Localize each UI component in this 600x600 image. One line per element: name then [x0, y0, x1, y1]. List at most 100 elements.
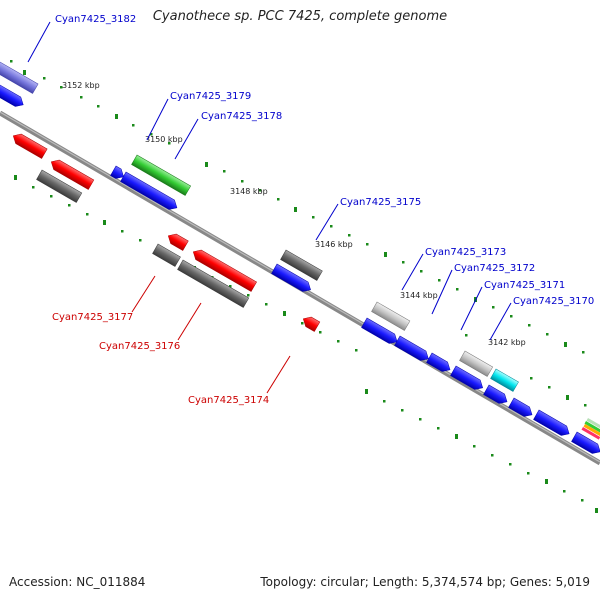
gene-label[interactable]: Cyan7425_3175 [340, 197, 421, 208]
scale-tick [510, 315, 513, 318]
map-title: Cyanothece sp. PCC 7425, complete genome [152, 9, 448, 24]
gene-cyan7425-3170[interactable] [490, 368, 519, 392]
gene-label[interactable]: Cyan7425_3170 [513, 296, 594, 307]
gene-label[interactable]: Cyan7425_3171 [484, 280, 565, 291]
scale-tick [365, 389, 368, 394]
gene-arrow-reverse[interactable] [11, 131, 48, 159]
scale-tick [402, 261, 405, 264]
scale-tick [265, 303, 268, 306]
scale-tick [366, 243, 369, 246]
scale-tick [319, 331, 322, 334]
label-leaders [27, 21, 512, 394]
scale-tick [546, 333, 549, 336]
scale-tick [437, 427, 440, 430]
scale-label: 3148 kbp [230, 187, 268, 196]
scale-tick [355, 349, 358, 352]
scale-tick [465, 334, 468, 337]
scale-tick [473, 445, 476, 448]
gene-arrow-reverse[interactable] [49, 157, 95, 190]
gene-arrow[interactable] [0, 82, 26, 110]
scale-tick [80, 96, 83, 99]
scale-tick [348, 234, 351, 237]
gene-arrow[interactable] [426, 352, 453, 375]
scale-tick [229, 285, 232, 288]
gene-cyan7425-3176[interactable] [191, 247, 257, 292]
scale-tick [563, 490, 566, 493]
scale-tick [241, 180, 244, 183]
scale-tick [548, 386, 551, 389]
scale-tick [491, 454, 494, 457]
gene-cyan7425-3174[interactable] [301, 314, 321, 332]
scale-tick [139, 239, 142, 242]
scale-tick [115, 114, 118, 119]
scale-tick [60, 86, 63, 89]
scale-tick [564, 342, 567, 347]
gene-label[interactable]: Cyan7425_3174 [188, 395, 269, 406]
gene-arrow[interactable] [450, 365, 486, 393]
gene-arrow[interactable] [508, 397, 535, 420]
gene-cyan7425-3179[interactable] [131, 154, 192, 196]
scale-tick [581, 499, 584, 502]
gene-gray[interactable] [36, 169, 83, 203]
scale-tick [401, 409, 404, 412]
scale-tick [420, 270, 423, 273]
gene-cyan7425-3172[interactable] [361, 317, 400, 347]
gene-gray[interactable] [177, 259, 250, 308]
gene-cyan7425-3177[interactable] [166, 231, 189, 251]
genome-summary-text: Topology: circular; Length: 5,374,574 bp… [260, 575, 590, 589]
scale-tick [584, 404, 587, 407]
scale-tick [32, 186, 35, 189]
scale-label: 3150 kbp [145, 135, 183, 144]
gene-cyan7425-3173[interactable] [371, 301, 411, 331]
scale-tick [86, 213, 89, 216]
gene-cyan7425-3182[interactable] [0, 61, 39, 94]
scale-tick [545, 479, 548, 484]
scale-label: 3144 kbp [400, 291, 438, 300]
scale-tick [277, 198, 280, 201]
scale-tick [168, 142, 171, 145]
gene-arrow[interactable] [110, 165, 127, 182]
scale-tick [509, 463, 512, 466]
outer-scale-ticks [10, 60, 587, 407]
scale-tick [595, 508, 598, 513]
scale-tick [294, 207, 297, 212]
gene-cyan7425-3171[interactable] [394, 335, 432, 364]
gene-label[interactable]: Cyan7425_3173 [425, 247, 506, 258]
gene-arrow[interactable] [533, 409, 572, 439]
gene-arrow[interactable] [271, 263, 314, 295]
scale-tick [582, 351, 585, 354]
scale-tick [455, 434, 458, 439]
gene-arrow[interactable] [483, 384, 510, 407]
gene-gray[interactable] [152, 243, 181, 267]
scale-tick [330, 225, 333, 228]
scale-tick [103, 220, 106, 225]
scale-tick [223, 170, 226, 173]
gene-light-gray[interactable] [459, 350, 494, 377]
gene-label[interactable]: Cyan7425_3182 [55, 14, 136, 25]
inner-scale-ticks [14, 175, 598, 513]
gene-label[interactable]: Cyan7425_3177 [52, 312, 133, 323]
scale-tick [97, 105, 100, 108]
gene-label[interactable]: Cyan7425_3178 [201, 111, 282, 122]
gene-label[interactable]: Cyan7425_3179 [170, 91, 251, 102]
scale-tick [283, 311, 286, 316]
scale-label: 3152 kbp [62, 81, 100, 90]
gene-label[interactable]: Cyan7425_3172 [454, 263, 535, 274]
scale-tick [50, 195, 53, 198]
gene-cyan7425-3178[interactable] [120, 171, 180, 213]
gene-arrow[interactable] [571, 431, 600, 457]
reverse-genes [11, 131, 321, 332]
scale-tick [566, 395, 569, 400]
scale-tick [23, 70, 26, 75]
scale-tick [247, 294, 250, 297]
scale-tick [527, 472, 530, 475]
scale-tick [384, 252, 387, 257]
scale-tick [419, 418, 422, 421]
scale-label: 3146 kbp [315, 240, 353, 249]
gene-cyan7425-3175[interactable] [280, 249, 323, 281]
scale-tick [438, 279, 441, 282]
gene-cluster-edge[interactable] [581, 418, 600, 440]
gene-label[interactable]: Cyan7425_3176 [99, 341, 180, 352]
scale-tick [337, 340, 340, 343]
